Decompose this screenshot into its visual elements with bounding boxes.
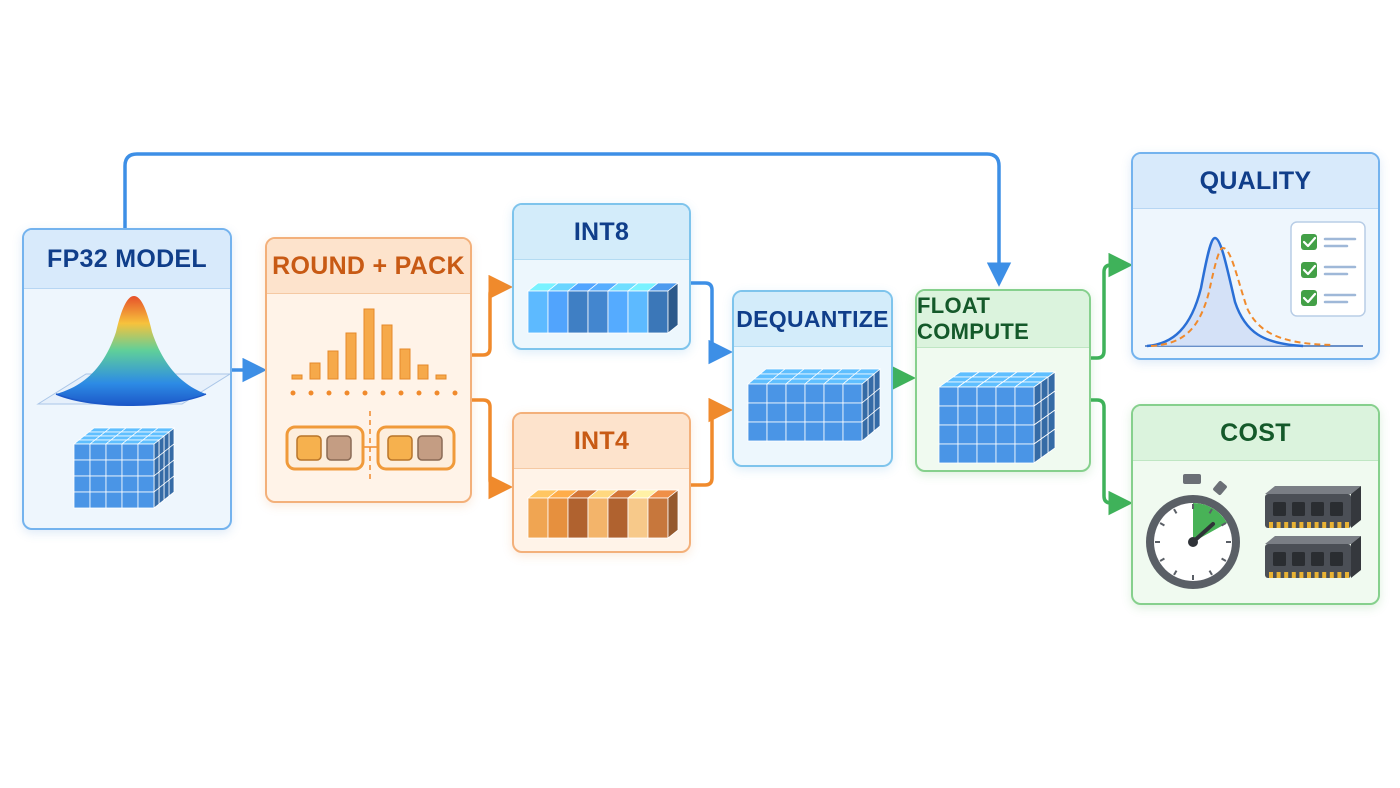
node-label: COST: [1133, 406, 1378, 461]
node-int4: INT4: [512, 412, 691, 553]
int8-blocks-icon: [526, 282, 680, 334]
node-label: INT4: [514, 414, 689, 469]
node-float-compute: FLOAT COMPUTE: [915, 289, 1091, 472]
int4-blocks-icon: [526, 489, 680, 539]
packed-bits-icon: [285, 411, 456, 481]
node-int8: INT8: [512, 203, 691, 350]
tensor-cube-icon: [937, 371, 1057, 464]
edge-round-to-int4: [470, 398, 513, 500]
dequantize-illustration: [746, 368, 882, 442]
tensor-cube-icon: [746, 368, 882, 442]
node-label: QUALITY: [1133, 154, 1378, 209]
edge-round-to-int8: [470, 274, 513, 357]
node-dequantize: DEQUANTIZE: [732, 290, 893, 467]
memory-chip-icon: [1265, 486, 1361, 578]
node-label: ROUND + PACK: [267, 239, 470, 294]
edge-int4-to-dequantize: [689, 397, 733, 487]
node-label: DEQUANTIZE: [734, 292, 891, 347]
stopwatch-icon: [1146, 474, 1240, 589]
checklist-icon: [1290, 221, 1366, 317]
round-pack-illustration: [285, 308, 458, 481]
edge-fp32-to-float-compute: [123, 152, 1012, 287]
edge-int8-to-dequantize: [689, 281, 733, 365]
node-label: INT8: [514, 205, 689, 260]
weight-cube-icon: [72, 427, 176, 509]
distribution-curves-icon: [1145, 236, 1363, 348]
histogram-icon: [290, 308, 458, 396]
cost-illustration: [1146, 474, 1361, 589]
node-label: FP32 MODEL: [24, 230, 230, 289]
gaussian-surface-icon: [36, 296, 230, 406]
edge-float-compute-to-quality: [1089, 252, 1133, 360]
node-label: FLOAT COMPUTE: [917, 291, 1089, 348]
float-compute-illustration: [937, 371, 1057, 464]
edge-float-compute-to-cost: [1089, 398, 1133, 516]
node-round-pack: ROUND + PACK: [265, 237, 472, 503]
quality-illustration: [1145, 221, 1366, 348]
node-quality: QUALITY: [1131, 152, 1380, 360]
node-cost: COST: [1131, 404, 1380, 605]
fp32-illustration: [36, 296, 230, 509]
node-fp32-model: FP32 MODEL: [22, 228, 232, 530]
int4-illustration: [526, 489, 680, 539]
int8-illustration: [526, 282, 680, 334]
